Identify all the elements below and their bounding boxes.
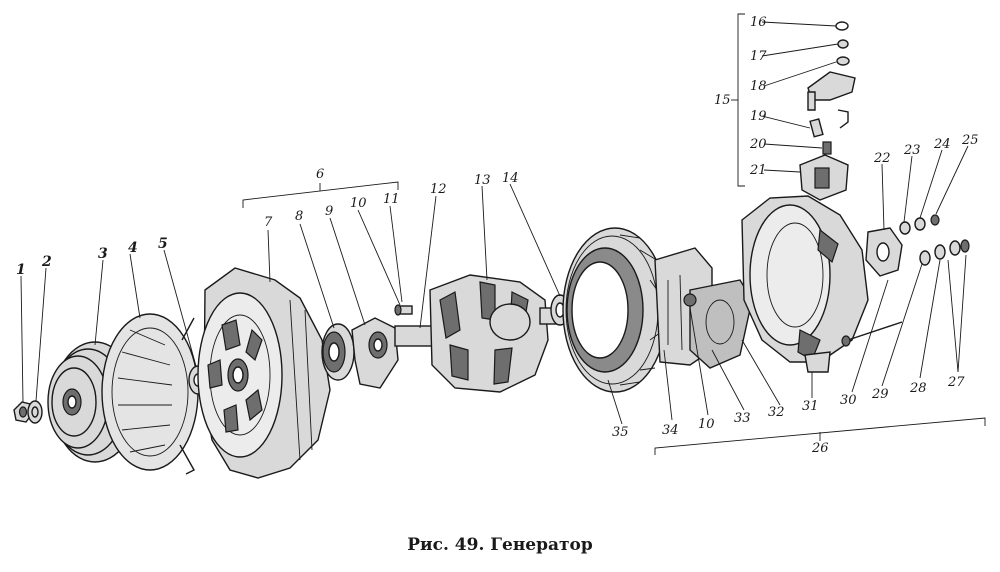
callout-10-front: 10	[350, 196, 367, 211]
callout-18: 18	[750, 79, 767, 94]
callout-1: 1	[16, 262, 26, 278]
callout-16: 16	[750, 15, 767, 30]
part-front-cover	[197, 267, 331, 479]
callout-27: 27	[947, 375, 965, 390]
callout-8: 8	[295, 209, 303, 224]
callout-23: 23	[903, 143, 921, 158]
callout-2: 2	[41, 254, 52, 270]
callout-35: 35	[612, 425, 629, 440]
callout-12: 12	[430, 182, 447, 197]
part-screw	[394, 304, 413, 316]
callout-3: 3	[98, 246, 108, 262]
callout-24: 24	[933, 137, 951, 152]
callout-20: 20	[749, 137, 767, 152]
callout-numbers: 1 2 3 4 5 6 7 8 9 10 11 12 13 14 15 16 1…	[16, 15, 979, 456]
callout-10-rear: 10	[698, 417, 715, 432]
callout-9: 9	[325, 204, 333, 219]
part-front-bearing	[321, 323, 355, 381]
callout-13: 13	[474, 173, 491, 188]
figure-caption: Рис. 49. Генератор	[407, 535, 593, 555]
callout-33: 33	[734, 411, 751, 426]
callout-11: 11	[383, 192, 400, 207]
callout-19: 19	[750, 109, 767, 124]
callout-4: 4	[128, 240, 138, 256]
part-long-bolt	[841, 321, 903, 347]
part-bearing-retainer	[351, 317, 399, 389]
part-brush-holder-assembly	[799, 21, 856, 201]
callout-31: 31	[802, 399, 819, 414]
callout-21: 21	[749, 163, 767, 178]
part-rectifier-block	[654, 247, 753, 369]
part-fan-impeller	[101, 313, 199, 475]
callout-28: 28	[909, 381, 927, 396]
callout-30: 30	[840, 393, 857, 408]
callout-17: 17	[750, 49, 767, 64]
callout-29: 29	[871, 387, 889, 402]
callout-15: 15	[714, 93, 731, 108]
part-stator	[562, 227, 668, 393]
callout-32: 32	[768, 405, 785, 420]
callout-22: 22	[873, 151, 891, 166]
callout-34: 34	[662, 423, 679, 438]
callout-7: 7	[264, 215, 273, 230]
part-rotor	[394, 274, 585, 393]
callout-6: 6	[316, 167, 324, 182]
part-washer	[27, 400, 43, 424]
callout-14: 14	[502, 171, 519, 186]
part-insulating-plate	[865, 227, 903, 277]
callout-5: 5	[158, 236, 168, 252]
part-rear-cover	[741, 195, 869, 373]
leader-lines	[20, 13, 986, 455]
callout-25: 25	[961, 133, 979, 148]
part-bolt-hardware	[899, 214, 970, 266]
callout-26: 26	[811, 441, 829, 456]
